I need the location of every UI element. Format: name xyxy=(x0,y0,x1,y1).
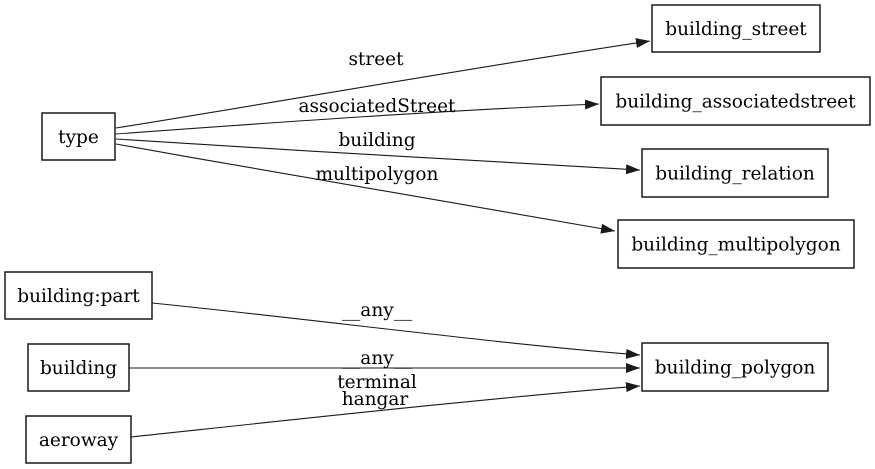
edge-aeroway-building_polygon xyxy=(130,382,641,438)
edge-label-building: building xyxy=(338,130,415,151)
node-building-relation-label: building_relation xyxy=(655,163,815,184)
node-building-street-box xyxy=(651,4,821,53)
edge-label-street: street xyxy=(348,49,404,70)
edge-type-building_associatedstreet xyxy=(115,99,600,135)
edge-label-associatedstreet: associatedStreet xyxy=(299,96,457,117)
node-building-multipolygon: building_multipolygon xyxy=(617,219,855,269)
edge-label-any-1: __any__ xyxy=(342,300,413,321)
node-type-label: type xyxy=(58,127,99,148)
edge-labels: street associatedStreet building multipo… xyxy=(299,49,457,410)
node-building-relation-box xyxy=(641,148,829,198)
edge-building_part-building_polygon xyxy=(151,302,641,359)
edge-label-any-2: __any__ xyxy=(342,348,413,369)
node-building-multipolygon-box xyxy=(617,219,855,269)
node-building-polygon: building_polygon xyxy=(641,342,829,392)
edge-type-building_relation xyxy=(115,138,641,175)
node-building-associatedstreet-label: building_associatedstreet xyxy=(615,91,856,112)
edge-label-terminal: terminal xyxy=(337,372,417,393)
node-type-box xyxy=(41,112,116,161)
node-building-part-label: building:part xyxy=(17,286,140,307)
node-building-relation: building_relation xyxy=(641,148,829,198)
edge-type-building_multipolygon xyxy=(115,143,616,234)
edges xyxy=(115,38,651,438)
node-aeroway: aeroway xyxy=(25,415,132,464)
node-building: building xyxy=(27,343,130,392)
edge-type-building_street xyxy=(115,38,651,129)
edge-label-hangar: hangar xyxy=(342,389,409,410)
node-aeroway-label: aeroway xyxy=(39,430,119,451)
node-building-associatedstreet: building_associatedstreet xyxy=(600,76,871,126)
node-building-street-label: building_street xyxy=(665,19,807,40)
node-type: type xyxy=(41,112,116,161)
node-building-label: building xyxy=(40,358,117,379)
node-building-part-box xyxy=(4,271,153,320)
node-building-polygon-box xyxy=(641,342,829,392)
node-building-multipolygon-label: building_multipolygon xyxy=(631,234,840,255)
node-building-part: building:part xyxy=(4,271,153,320)
node-aeroway-box xyxy=(25,415,132,464)
node-building-associatedstreet-box xyxy=(600,76,871,126)
node-building-polygon-label: building_polygon xyxy=(655,357,816,378)
node-building-street: building_street xyxy=(651,4,821,53)
node-building-box xyxy=(27,343,130,392)
edge-label-multipolygon: multipolygon xyxy=(316,164,439,185)
